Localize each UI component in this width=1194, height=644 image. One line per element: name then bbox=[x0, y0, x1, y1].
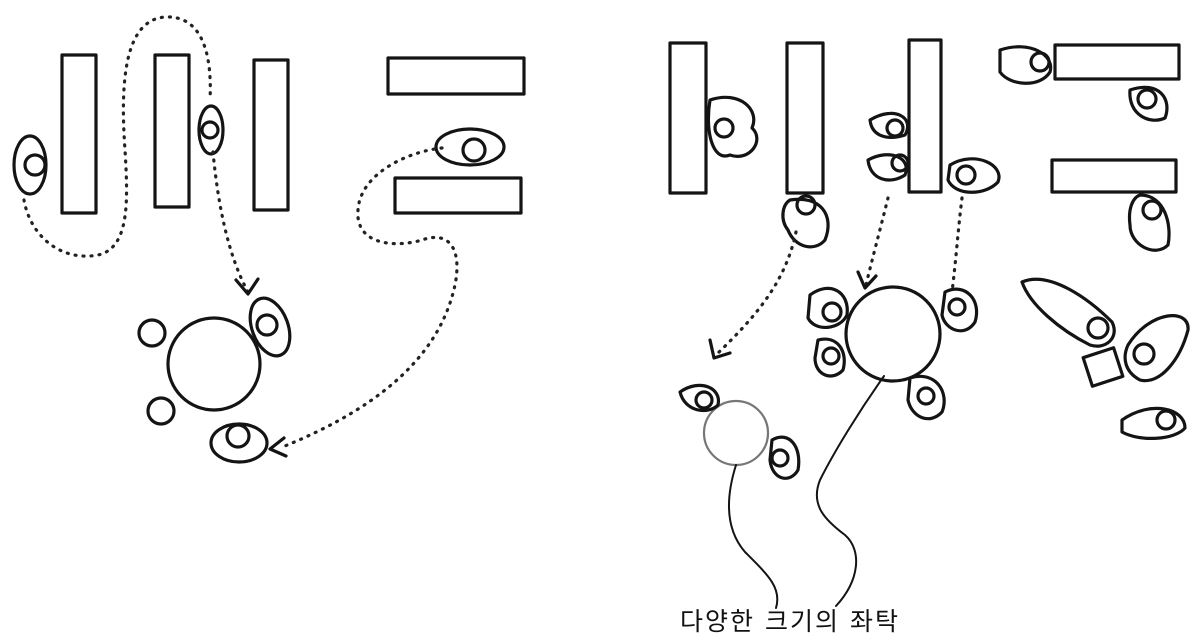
movement-path bbox=[22, 15, 212, 258]
arrow-head bbox=[234, 277, 260, 296]
diagram-caption: 다양한 크기의 좌탁 bbox=[680, 607, 900, 636]
long-table bbox=[907, 38, 943, 194]
arrow-head bbox=[856, 270, 878, 290]
seated-person bbox=[1127, 193, 1171, 252]
seated-person bbox=[248, 296, 292, 358]
seated-person bbox=[866, 153, 910, 182]
seated-person bbox=[781, 194, 830, 249]
small-side-table bbox=[1081, 346, 1125, 388]
long-table bbox=[785, 41, 825, 195]
seated-person bbox=[434, 127, 506, 167]
seated-person bbox=[1128, 85, 1169, 122]
movement-path bbox=[864, 196, 890, 287]
arrow-head bbox=[268, 436, 288, 458]
seated-person bbox=[678, 383, 721, 413]
round-table-small bbox=[702, 399, 770, 467]
round-table bbox=[166, 316, 262, 412]
seated-person bbox=[706, 95, 759, 158]
arrow-head bbox=[708, 338, 732, 360]
seated-person bbox=[209, 422, 269, 464]
seated-person bbox=[1123, 314, 1190, 383]
seated-person bbox=[906, 374, 946, 421]
seated-person bbox=[940, 287, 979, 333]
long-table bbox=[668, 41, 708, 195]
long-table bbox=[252, 58, 290, 212]
seated-person bbox=[197, 104, 225, 156]
long-table bbox=[386, 56, 526, 96]
movement-path bbox=[211, 150, 250, 294]
seated-person bbox=[806, 286, 849, 329]
long-table bbox=[1053, 43, 1181, 81]
seated-person bbox=[813, 337, 846, 378]
long-table bbox=[393, 176, 523, 215]
seated-person bbox=[768, 435, 801, 480]
round-table-medium bbox=[844, 285, 942, 383]
right-layout bbox=[668, 38, 1190, 609]
leader-line bbox=[727, 464, 779, 609]
seated-person bbox=[1120, 406, 1187, 440]
long-table bbox=[60, 53, 98, 215]
seated-person bbox=[998, 45, 1053, 85]
left-layout bbox=[12, 15, 526, 464]
movement-path bbox=[278, 146, 459, 450]
leader-line bbox=[815, 375, 885, 607]
seated-person bbox=[868, 111, 910, 139]
movement-path bbox=[714, 230, 798, 357]
long-table bbox=[153, 53, 191, 209]
seated-person bbox=[1020, 277, 1116, 348]
empty-seat bbox=[137, 318, 167, 348]
long-table bbox=[1050, 158, 1178, 194]
seated-person bbox=[946, 157, 1001, 194]
empty-seat bbox=[146, 396, 176, 426]
seated-person bbox=[12, 134, 48, 196]
movement-path bbox=[950, 196, 964, 294]
